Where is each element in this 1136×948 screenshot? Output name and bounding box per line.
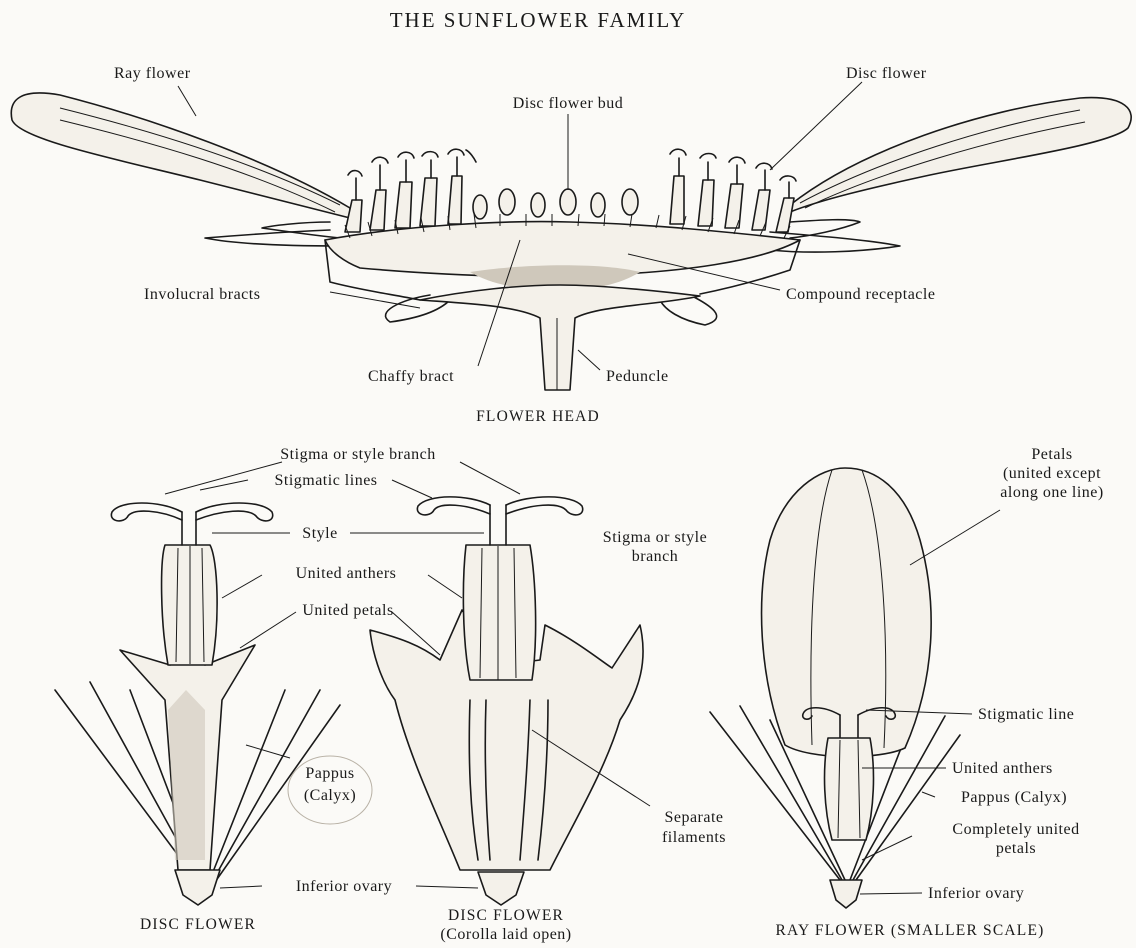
label-inferior-ovary: Inferior ovary <box>296 878 392 895</box>
disc-flowers-left <box>345 149 476 232</box>
label-style: Style <box>302 525 337 542</box>
disc-united-anthers <box>162 545 218 665</box>
label-united-anthers: United anthers <box>296 565 397 582</box>
label-united-anthers-ray: United anthers <box>952 760 1053 777</box>
caption-disc-flower-open: DISC FLOWER <box>448 907 564 924</box>
disc-inferior-ovary <box>175 870 220 905</box>
disc-flowers-right <box>670 149 796 232</box>
label-involucral-bracts: Involucral bracts <box>144 286 260 303</box>
caption-ray-flower: RAY FLOWER (SMALLER SCALE) <box>775 922 1044 939</box>
label-pappus-calyx-ray: Pappus (Calyx) <box>961 789 1067 806</box>
label-stigma-or-style-branch-2-line2: branch <box>632 548 679 565</box>
label-petals: Petals <box>1031 446 1072 463</box>
label-compound-receptacle: Compound receptacle <box>786 286 935 303</box>
caption-disc-flower: DISC FLOWER <box>140 916 256 933</box>
label-separate-filaments-line1: Separate <box>664 809 723 826</box>
label-disc-flower-bud: Disc flower bud <box>513 95 624 112</box>
ray-flower-drawing <box>710 468 960 908</box>
label-petals-note-line2: along one line) <box>1000 484 1103 501</box>
leader-disc-flower <box>770 82 862 170</box>
flower-head-drawing <box>11 93 1131 390</box>
leader-peduncle <box>578 350 600 370</box>
open-inferior-ovary <box>478 872 524 905</box>
label-pappus: Pappus <box>305 765 354 782</box>
label-completely-united-line1: Completely united <box>952 821 1079 838</box>
label-stigma-or-style-branch-2-line1: Stigma or style <box>603 529 707 546</box>
caption-corolla-laid-open: (Corolla laid open) <box>440 926 571 943</box>
label-petals-note-line1: (united except <box>1003 465 1101 482</box>
leader-ray-flower <box>178 86 196 116</box>
label-united-petals: United petals <box>302 602 393 619</box>
caption-flower-head: FLOWER HEAD <box>476 408 600 425</box>
disc-flower-buds <box>473 189 638 219</box>
open-united-anthers <box>463 545 535 680</box>
label-separate-filaments-line2: filaments <box>662 829 726 846</box>
label-ray-flower: Ray flower <box>114 65 191 82</box>
ray-flower-petal-left <box>11 93 350 218</box>
label-stigma-or-style-branch: Stigma or style branch <box>280 446 435 463</box>
label-calyx: (Calyx) <box>304 787 356 804</box>
label-disc-flower: Disc flower <box>846 65 927 82</box>
label-stigmatic-lines: Stigmatic lines <box>274 472 377 489</box>
diagram-title: THE SUNFLOWER FAMILY <box>390 8 687 32</box>
ray-inferior-ovary <box>830 880 862 908</box>
disc-flower-open-drawing <box>370 497 643 905</box>
disc-flower-drawing <box>55 503 340 905</box>
label-chaffy-bract: Chaffy bract <box>368 368 454 385</box>
label-peduncle: Peduncle <box>606 368 669 385</box>
ray-united-anthers <box>825 738 874 840</box>
label-completely-united-line2: petals <box>996 840 1036 857</box>
label-inferior-ovary-ray: Inferior ovary <box>928 885 1024 902</box>
ray-flower-petal-right <box>790 98 1131 212</box>
ray-corolla <box>762 468 932 757</box>
label-stigmatic-line: Stigmatic line <box>978 706 1074 723</box>
